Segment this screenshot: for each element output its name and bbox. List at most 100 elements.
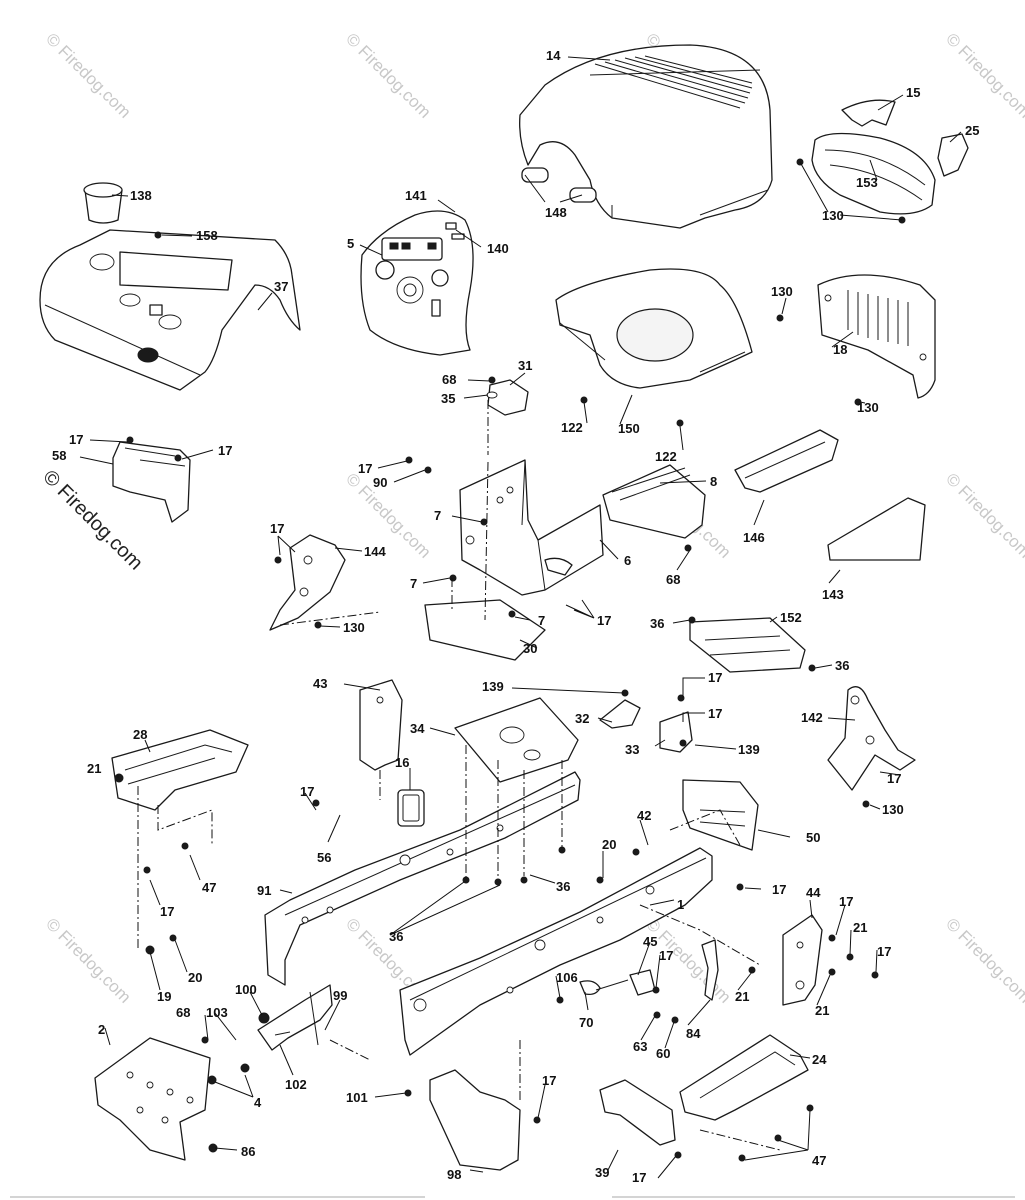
callout-17: 17 — [69, 432, 83, 447]
watermark: © Firedog.com — [342, 29, 434, 121]
callout-7: 7 — [434, 508, 441, 523]
callout-14: 14 — [546, 48, 561, 63]
callout-101: 101 — [346, 1090, 368, 1105]
callout-68: 68 — [442, 372, 456, 387]
callout-70: 70 — [579, 1015, 593, 1030]
fender-part — [39, 229, 301, 391]
bracket-39-part — [599, 1079, 676, 1146]
callout-20: 20 — [602, 837, 616, 852]
callout-139: 139 — [482, 679, 504, 694]
callout-17: 17 — [877, 944, 891, 959]
callout-63: 63 — [633, 1039, 647, 1054]
callout-68: 68 — [176, 1005, 190, 1020]
callout-1: 1 — [677, 897, 684, 912]
pedal-16-part — [397, 789, 425, 827]
callout-122: 122 — [655, 449, 677, 464]
lift-plate-part — [94, 1037, 211, 1161]
watermark: © Firedog.com — [942, 914, 1025, 1006]
callout-86: 86 — [241, 1144, 255, 1159]
callout-142: 142 — [801, 710, 823, 725]
callout-144: 144 — [364, 544, 386, 559]
bracket-144-part — [269, 534, 346, 631]
callout-33: 33 — [625, 742, 639, 757]
callout-130: 130 — [343, 620, 365, 635]
callout-130: 130 — [857, 400, 879, 415]
callout-130: 130 — [822, 208, 844, 223]
callout-42: 42 — [637, 808, 651, 823]
callout-106: 106 — [556, 970, 578, 985]
hood-part — [519, 44, 773, 229]
right-frame-part — [399, 847, 713, 1056]
callout-15: 15 — [906, 85, 920, 100]
callout-36: 36 — [389, 929, 403, 944]
callout-45: 45 — [643, 934, 657, 949]
callout-50: 50 — [806, 830, 820, 845]
callout-21: 21 — [853, 920, 867, 935]
dash-panel-part — [360, 210, 474, 356]
callout-90: 90 — [373, 475, 387, 490]
callout-143: 143 — [822, 587, 844, 602]
callout-58: 58 — [52, 448, 66, 463]
watermark: © Firedog.com — [942, 469, 1025, 561]
watermark: © Firedog.com — [42, 914, 134, 1006]
callout-18: 18 — [833, 342, 847, 357]
callout-4: 4 — [254, 1095, 262, 1110]
callout-152: 152 — [780, 610, 802, 625]
callout-30: 30 — [523, 641, 537, 656]
lift-rod-part — [257, 984, 333, 1051]
callout-100: 100 — [235, 982, 257, 997]
callout-17: 17 — [632, 1170, 646, 1185]
callout-103: 103 — [206, 1005, 228, 1020]
footrest-left-part — [111, 729, 249, 811]
callout-56: 56 — [317, 850, 331, 865]
leader-lines — [79, 56, 962, 1179]
callout-17: 17 — [597, 613, 611, 628]
callout-21: 21 — [87, 761, 101, 776]
callout-148: 148 — [545, 205, 567, 220]
callout-60: 60 — [656, 1046, 670, 1061]
callout-7: 7 — [538, 613, 545, 628]
side-panels — [734, 429, 926, 561]
callout-141: 141 — [405, 188, 427, 203]
footrest-right-part — [679, 1034, 809, 1121]
left-frame-part — [264, 771, 581, 986]
callout-17: 17 — [708, 706, 722, 721]
callout-17: 17 — [772, 882, 786, 897]
battery-tray-part — [689, 617, 806, 673]
callout-43: 43 — [313, 676, 327, 691]
callout-5: 5 — [347, 236, 354, 251]
callout-17: 17 — [358, 461, 372, 476]
callout-122: 122 — [561, 420, 583, 435]
callout-98: 98 — [447, 1167, 461, 1182]
bracket-44-part — [782, 914, 823, 1006]
callout-36: 36 — [650, 616, 664, 631]
callout-24: 24 — [812, 1052, 827, 1067]
front-grille-part — [817, 274, 936, 399]
callout-21: 21 — [735, 989, 749, 1004]
callout-17: 17 — [839, 894, 853, 909]
callout-17: 17 — [218, 443, 232, 458]
callout-36: 36 — [556, 879, 570, 894]
callout-17: 17 — [160, 904, 174, 919]
callout-84: 84 — [686, 1026, 701, 1041]
callout-31: 31 — [518, 358, 532, 373]
watermark: © Firedog.com — [42, 29, 134, 121]
callout-39: 39 — [595, 1165, 609, 1180]
assembly-lines — [137, 400, 781, 1151]
fasteners — [114, 158, 906, 1162]
callout-19: 19 — [157, 989, 171, 1004]
plate-34-part — [454, 697, 579, 783]
callout-91: 91 — [257, 883, 271, 898]
callout-6: 6 — [624, 553, 631, 568]
bracket-58-part — [112, 441, 191, 523]
callout-20: 20 — [188, 970, 202, 985]
cup-holder-part — [83, 182, 123, 224]
callout-140: 140 — [487, 241, 509, 256]
callout-138: 138 — [130, 188, 152, 203]
callout-16: 16 — [395, 755, 409, 770]
callout-99: 99 — [333, 988, 347, 1003]
callout-7: 7 — [410, 576, 417, 591]
callout-17: 17 — [270, 521, 284, 536]
callout-146: 146 — [743, 530, 765, 545]
